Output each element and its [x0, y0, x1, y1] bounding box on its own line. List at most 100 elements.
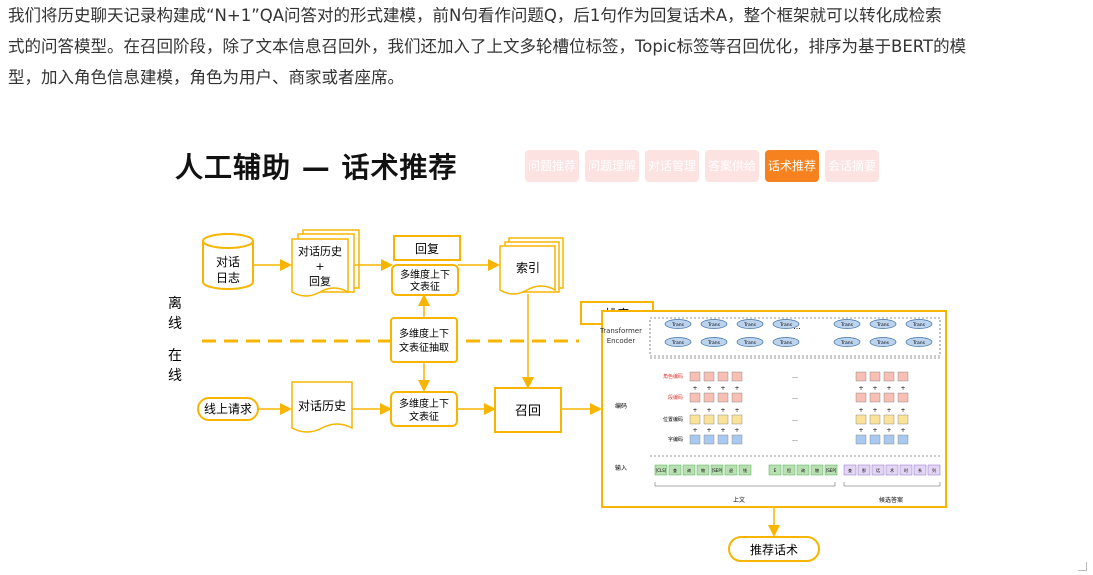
context-token: [724, 464, 738, 476]
trans-cell-label: Trans: [779, 322, 793, 328]
feature-extract-2: 文表征抽取: [399, 341, 449, 354]
context-token: [710, 464, 724, 476]
trans-cell-label: Trans: [707, 340, 721, 346]
context-token-label: [SEP]: [712, 468, 723, 473]
trans-cell: [833, 337, 861, 347]
embedding-cell: [689, 414, 701, 425]
context-token-label: [CLS]: [656, 468, 667, 473]
context-token-label: 查: [673, 467, 677, 473]
trans-cell-label: Trans: [840, 322, 854, 328]
embedding-cell: [897, 414, 909, 425]
plus-sign: +: [720, 407, 725, 414]
encode-label: 编码: [615, 402, 627, 410]
recommend-label: 推荐话术: [750, 543, 798, 557]
context-token: [782, 464, 796, 476]
embedding-cell: [855, 414, 867, 425]
tab-question-recommend: 问题推荐: [525, 150, 579, 182]
answer-token: [899, 464, 913, 476]
answer-token-label: 那: [862, 467, 866, 473]
plus-sign: +: [872, 407, 877, 414]
trans-cell: [869, 337, 897, 347]
embedding-cell: [883, 434, 895, 445]
paragraph-line-3: 型，加入角色信息建模，角色为用户、商家或者座席。: [8, 68, 404, 87]
embedding-cell: [869, 371, 881, 382]
context-label: 上文: [733, 496, 745, 504]
trans-cell-label: Trans: [912, 340, 926, 346]
recommend-pill: [728, 536, 820, 562]
online-label-1: 在: [168, 348, 182, 364]
feature-online-2: 文表征: [409, 410, 439, 423]
tab-dialog-manage: 对话管理: [645, 150, 699, 182]
tab-session-summary: 会话摘要: [825, 150, 879, 182]
answer-token-label: 列: [932, 467, 936, 473]
context-token: [768, 464, 782, 476]
embedding-cell: [897, 434, 909, 445]
context-token-label: 物: [701, 467, 705, 473]
trans-cell-label: Trans: [876, 340, 890, 346]
feature-online-1: 多维度上下: [399, 397, 449, 410]
plus-sign: +: [858, 427, 863, 434]
context-token: [796, 464, 810, 476]
embedding-cell: [731, 392, 743, 403]
encoder-label-1: Transformer: [599, 327, 642, 335]
embedding-cell: [717, 434, 729, 445]
offline-label-2: 线: [168, 316, 182, 332]
history-doc: [291, 381, 353, 433]
trans-cell-label: Trans: [912, 322, 926, 328]
trans-cell-label: Trans: [840, 340, 854, 346]
answer-token: [843, 464, 857, 476]
log-label-1: 对话: [216, 255, 240, 269]
encoder-label-2: Encoder: [607, 337, 636, 345]
resize-handle[interactable]: [1078, 562, 1087, 571]
plus-sign: +: [886, 407, 891, 414]
svg-text:...: ...: [793, 322, 801, 331]
feature-extract-box: [390, 317, 458, 363]
plus-sign: +: [886, 427, 891, 434]
context-token: [738, 464, 752, 476]
answer-token-label: 查: [848, 467, 852, 473]
embedding-cell: [883, 414, 895, 425]
plus-sign: +: [734, 407, 739, 414]
index-label: 索引: [516, 261, 540, 275]
embedding-cell: [897, 392, 909, 403]
context-token: [824, 464, 838, 476]
trans-cell-label: Trans: [743, 322, 757, 328]
plus-sign: +: [692, 427, 697, 434]
role-embedding-label: 角色编码: [663, 373, 683, 380]
context-token: [810, 464, 824, 476]
answer-token: [857, 464, 871, 476]
paragraph-line-1: 我们将历史聊天记录构建成“N+1”QA问答对的形式建模，前N句看作问题Q，后1句…: [8, 6, 942, 25]
plus-sign: +: [900, 385, 905, 392]
offline-label-1: 离: [168, 295, 182, 312]
embedding-cell: [703, 371, 715, 382]
embedding-cell: [689, 392, 701, 403]
embedding-cell: [731, 371, 743, 382]
answer-token-label: 时: [904, 467, 908, 473]
segment-embedding-label: 段编码: [668, 394, 683, 401]
embedding-cell: [731, 434, 743, 445]
flow-diagram: 对话 日志 对话历史 + 回复 回复 多维度上下 文表征 索引: [168, 229, 947, 562]
plus-sign: +: [706, 407, 711, 414]
input-label: 输入: [615, 464, 627, 472]
paragraph-line-2: 式的问答模型。在召回阶段，除了文本信息召回外，我们还加入了上文多轮槽位标签，To…: [8, 37, 967, 56]
plus-sign: +: [720, 385, 725, 392]
history-reply-2: +: [315, 260, 324, 273]
plus-sign: +: [900, 407, 905, 414]
context-token-label: 恒: [787, 467, 791, 473]
trans-cell-label: Trans: [743, 340, 757, 346]
ellipsis-dots: ...: [792, 394, 798, 401]
plus-sign: +: [900, 427, 905, 434]
embedding-cell: [717, 392, 729, 403]
plus-sign: +: [872, 385, 877, 392]
embedding-cell: [703, 414, 715, 425]
context-token: [696, 464, 710, 476]
feature-offline-1: 多维度上下: [400, 268, 450, 281]
context-token-label: E: [774, 468, 777, 473]
plus-sign: +: [858, 385, 863, 392]
embedding-cell: [883, 392, 895, 403]
history-reply-3: 回复: [309, 274, 331, 288]
ellipsis-dots: ...: [792, 373, 798, 380]
embedding-cell: [855, 371, 867, 382]
answer-token: [871, 464, 885, 476]
trans-cell-label: Trans: [779, 340, 793, 346]
